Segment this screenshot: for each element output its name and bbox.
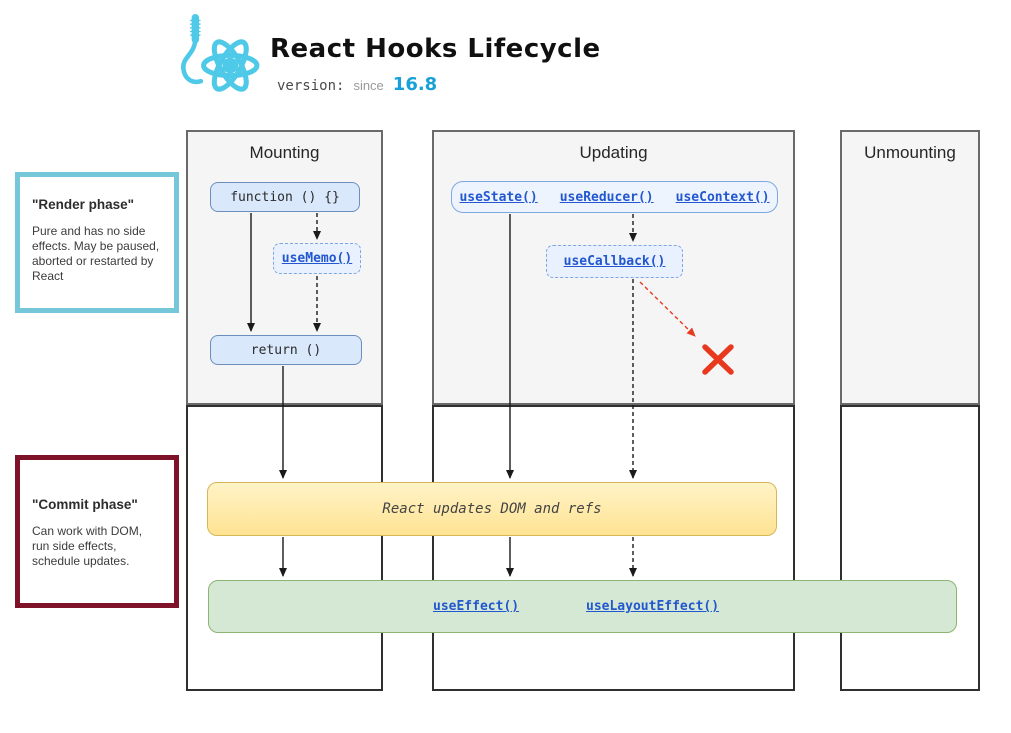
react-hooks-logo-icon (181, 13, 260, 92)
usememo-node[interactable]: useMemo() (273, 243, 361, 274)
state-hooks-node: useState() useReducer() useContext() (451, 181, 778, 213)
react-atom-icon (201, 39, 260, 92)
render-phase-note: "Render phase" Pure and has no side effe… (15, 172, 179, 313)
uselayouteffect-link[interactable]: useLayoutEffect() (586, 599, 720, 614)
usereducer-link[interactable]: useReducer() (559, 189, 654, 205)
version-row: version: since 16.8 (277, 74, 437, 95)
usecallback-link[interactable]: useCallback() (563, 254, 666, 269)
hook-icon (181, 13, 204, 85)
lane-unmounting-commit (840, 405, 980, 691)
version-value: 16.8 (392, 74, 438, 95)
lane-label-mounting: Mounting (249, 143, 320, 162)
since-label: since (353, 78, 384, 93)
render-phase-title: "Render phase" (32, 197, 135, 212)
usememo-link[interactable]: useMemo() (281, 251, 353, 266)
commit-phase-note: "Commit phase" Can work with DOM, run si… (15, 455, 179, 608)
commit-phase-title: "Commit phase" (32, 497, 138, 512)
lane-label-updating: Updating (579, 143, 648, 162)
effects-bar: useEffect() useLayoutEffect() (208, 580, 957, 633)
lane-unmounting-render: Unmounting (840, 130, 980, 405)
lane-updating-commit (432, 405, 795, 691)
useeffect-link[interactable]: useEffect() (433, 599, 520, 614)
function-node: function () {} (210, 182, 360, 212)
version-label: version: (277, 78, 345, 94)
commit-phase-description: Can work with DOM, run side effects, sch… (32, 524, 143, 568)
uselayouteffect-link-wrap[interactable]: useLayoutEffect() (586, 581, 719, 632)
lane-label-unmounting: Unmounting (864, 143, 956, 162)
usestate-link[interactable]: useState() (459, 189, 538, 205)
render-phase-description: Pure and has no side effects. May be pau… (32, 224, 160, 283)
return-node: return () (210, 335, 362, 365)
useeffect-link-wrap[interactable]: useEffect() (433, 581, 519, 632)
dom-update-bar: React updates DOM and refs (207, 482, 777, 536)
lane-mounting-commit (186, 405, 383, 691)
page-title: React Hooks Lifecycle (270, 34, 601, 64)
usecallback-node[interactable]: useCallback() (546, 245, 683, 278)
usecontext-link[interactable]: useContext() (675, 189, 770, 205)
